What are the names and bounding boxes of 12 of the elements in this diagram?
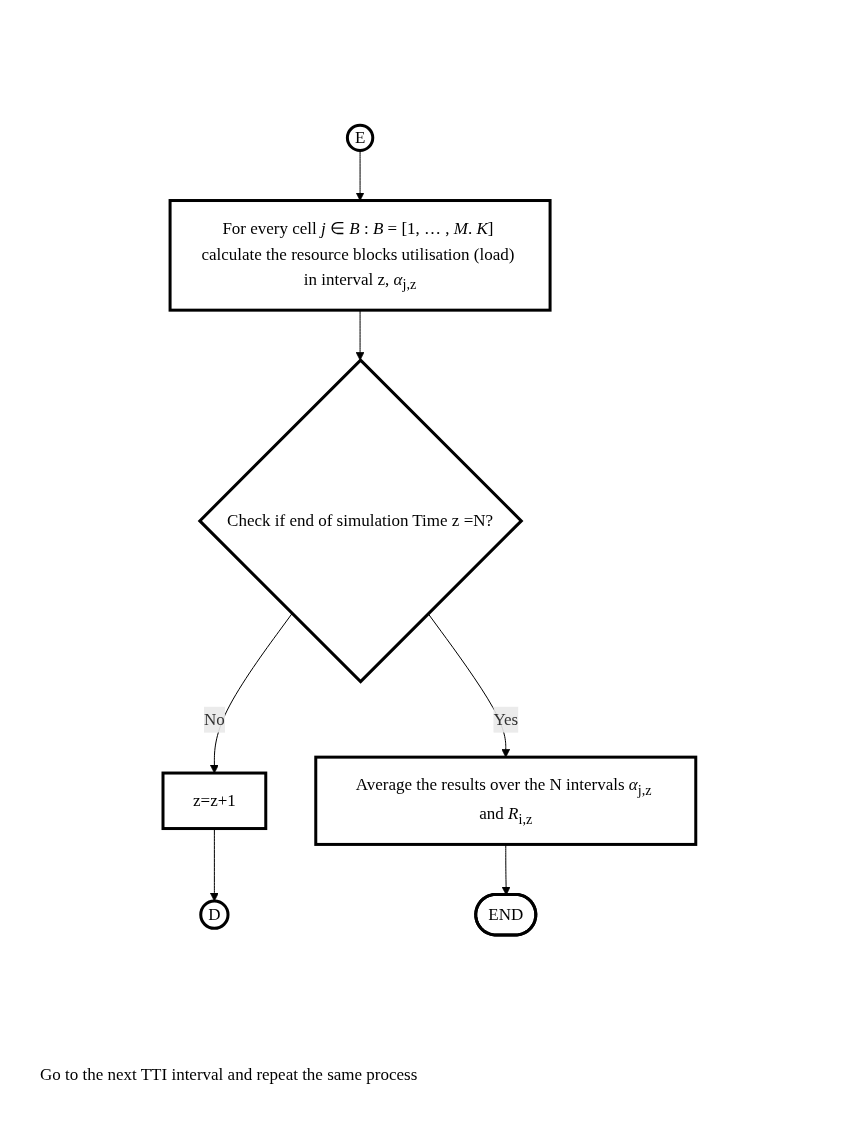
- node-box: Average the results over the N intervals α$_{j,z}$ and R$_{i,z}$: [314, 755, 698, 846]
- node-box: z=z+1: [161, 771, 268, 831]
- node-circle: E: [346, 123, 375, 152]
- arrow: [355, 150, 365, 201]
- arrow: [210, 828, 219, 902]
- node-circle: D: [199, 899, 230, 930]
- edge-label: Yes: [493, 709, 519, 729]
- note-text: Go to the next TTI interval and repeat the same process: [40, 1065, 418, 1085]
- edge-label: No: [204, 709, 225, 729]
- arrow: [210, 613, 293, 774]
- node-diamond: Check if end of simulation Time z =N?: [197, 358, 524, 684]
- node-box: For every cell j ∈ B : B = [1, … , M. K] calculate the resource blocks utilisation (load) in interval z, α$_{j,z}$: [168, 199, 552, 312]
